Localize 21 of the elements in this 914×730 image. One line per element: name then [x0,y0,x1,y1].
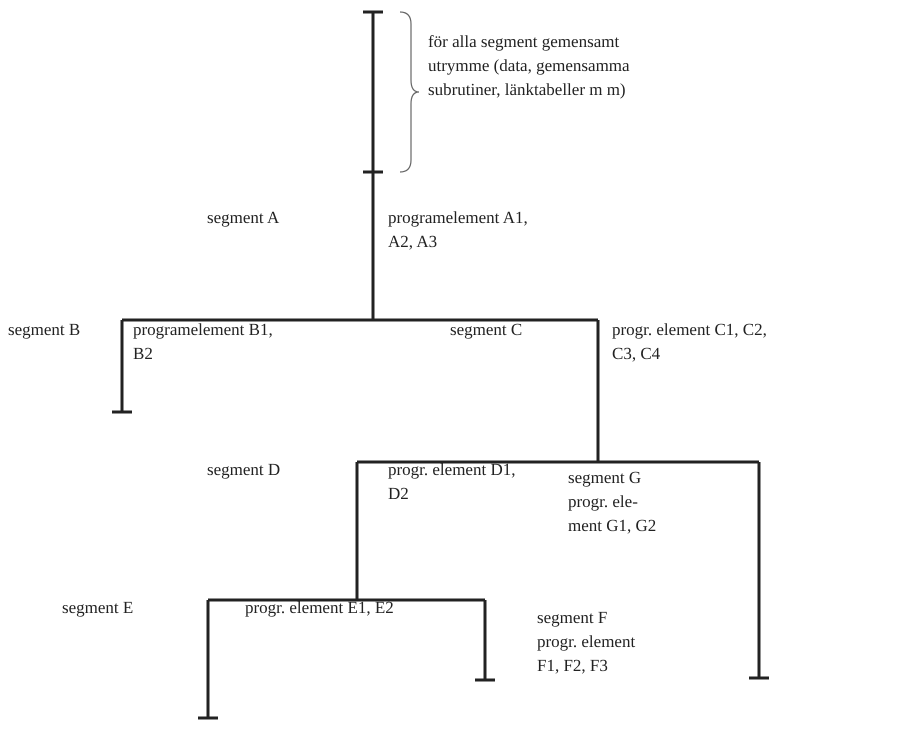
segment-label: segment F [537,607,608,629]
element-text: progr. element F1, F2, F3 [537,631,636,677]
element-text: progr. element D1, D2 [388,459,516,505]
segment-label: segment E [62,597,134,619]
segment-label: segment C [450,319,524,341]
segment-label: segment B [8,319,82,341]
element-text: progr. element C1, C2, C3, C4 [612,319,768,365]
element-text: progr. element E1, E2 [245,597,395,619]
note-text: för alla segment gemensamt utrymme (data, gemensamma subrutiner, länktabeller m m) [428,31,631,101]
connector-line [208,598,357,602]
connector-line [598,460,759,464]
segment-label: segment G [568,467,642,489]
connector-line [373,318,598,322]
connector-line [357,598,485,602]
element-text: programelement B1, B2 [133,319,274,365]
segment-label: segment D [207,459,282,481]
segment-label: segment A [207,207,280,229]
element-text: progr. ele- ment G1, G2 [568,491,658,537]
connector-line [122,318,373,322]
connector-line [357,460,598,464]
element-text: programelement A1, A2, A3 [388,207,529,253]
